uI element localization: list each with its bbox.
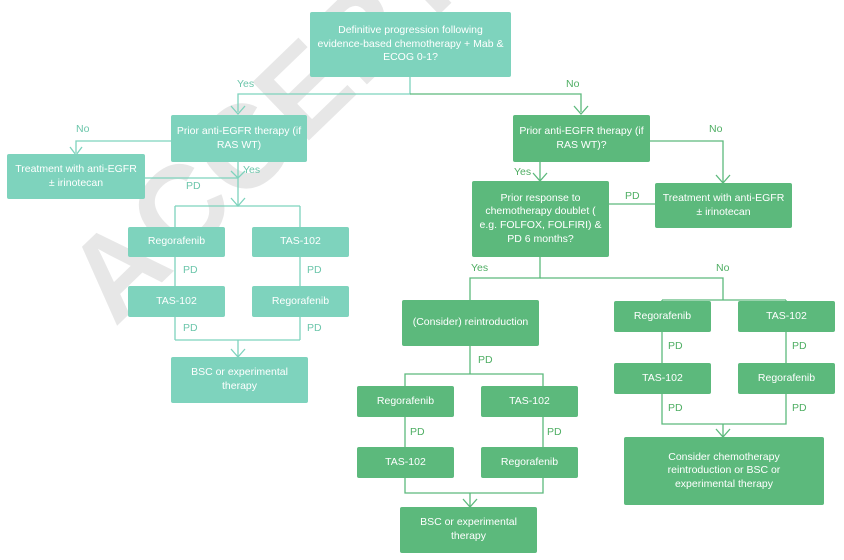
right-consider-box: Consider chemotherapy reintroduction or … bbox=[624, 437, 824, 505]
edge-label-yes: Yes bbox=[471, 262, 489, 274]
edge-label-pd: PD bbox=[307, 264, 322, 276]
edge-label-pd: PD bbox=[478, 354, 493, 366]
edge-label-pd: PD bbox=[410, 426, 425, 438]
edge-label-pd: PD bbox=[307, 322, 322, 334]
mid-bsc-box: BSC or experimental therapy bbox=[400, 507, 537, 553]
left-regorafenib-2: Regorafenib bbox=[252, 286, 349, 317]
left-regorafenib-1: Regorafenib bbox=[128, 227, 225, 257]
edge-label-yes: Yes bbox=[243, 164, 261, 176]
right-treatment-box: Treatment with anti-EGFR ± irinotecan bbox=[655, 183, 792, 228]
mid-tas102-2: TAS-102 bbox=[357, 447, 454, 478]
left-tas102-1: TAS-102 bbox=[252, 227, 349, 257]
prior-response-box: Prior response to chemotherapy doublet (… bbox=[472, 181, 609, 257]
edge-label-no: No bbox=[566, 78, 580, 90]
mid-tas102-1: TAS-102 bbox=[481, 386, 578, 417]
edge-label-no: No bbox=[716, 262, 730, 274]
reintroduction-box: (Consider) reintroduction bbox=[402, 300, 539, 346]
edge-label-pd: PD bbox=[625, 190, 640, 202]
left-treatment-box: Treatment with anti-EGFR ± irinotecan bbox=[7, 154, 145, 199]
left-anti-egfr-box: Prior anti-EGFR therapy (if RAS WT) bbox=[171, 115, 307, 162]
edge-label-pd: PD bbox=[186, 180, 201, 192]
edge-label-pd: PD bbox=[183, 322, 198, 334]
edge-label-yes: Yes bbox=[237, 78, 255, 90]
edge-label-pd: PD bbox=[668, 340, 683, 352]
left-bsc-box: BSC or experimental therapy bbox=[171, 357, 308, 403]
mid-regorafenib-2: Regorafenib bbox=[481, 447, 578, 478]
mid-regorafenib-1: Regorafenib bbox=[357, 386, 454, 417]
edge-label-yes: Yes bbox=[514, 166, 532, 178]
edge-label-pd: PD bbox=[547, 426, 562, 438]
right-anti-egfr-box: Prior anti-EGFR therapy (if RAS WT)? bbox=[513, 115, 650, 162]
root-decision-box: Definitive progression following evidenc… bbox=[310, 12, 511, 77]
edge-label-no: No bbox=[709, 123, 723, 135]
right-regorafenib-2: Regorafenib bbox=[738, 363, 835, 394]
edge-label-pd: PD bbox=[792, 340, 807, 352]
edge-label-pd: PD bbox=[668, 402, 683, 414]
left-tas102-2: TAS-102 bbox=[128, 286, 225, 317]
edge-label-pd: PD bbox=[792, 402, 807, 414]
right-tas102-2: TAS-102 bbox=[614, 363, 711, 394]
edge-label-pd: PD bbox=[183, 264, 198, 276]
edge-label-no: No bbox=[76, 123, 90, 135]
right-tas102-1: TAS-102 bbox=[738, 301, 835, 332]
right-regorafenib-1: Regorafenib bbox=[614, 301, 711, 332]
